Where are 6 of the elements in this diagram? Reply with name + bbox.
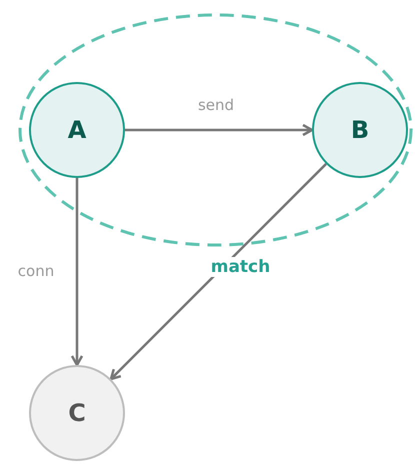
- node-label: B: [350, 116, 370, 144]
- arrow: [110, 163, 327, 380]
- arrow: [70, 178, 84, 366]
- node-label: C: [68, 399, 86, 427]
- node-label: A: [68, 116, 86, 144]
- arrow: [125, 124, 314, 136]
